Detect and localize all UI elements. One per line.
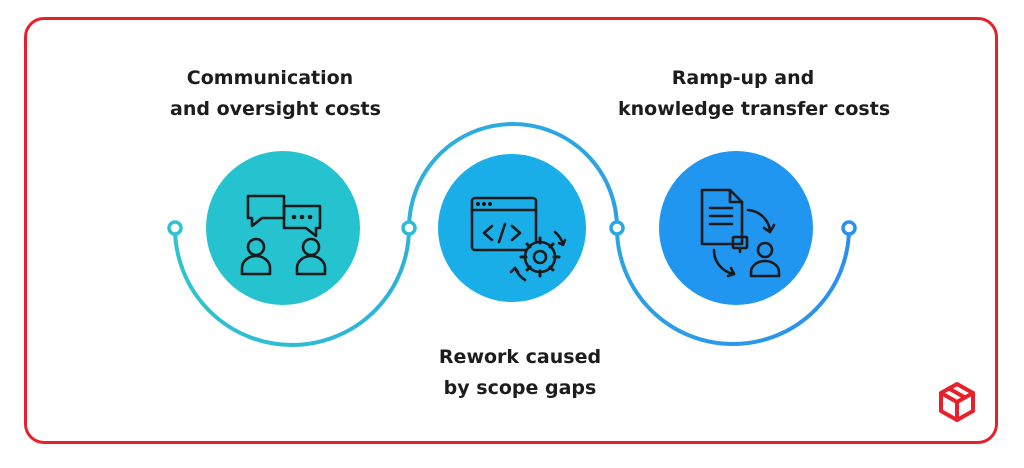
path-node-start xyxy=(167,220,183,236)
step-1-label: Communication and oversight costs xyxy=(170,63,381,125)
path-node-end xyxy=(841,220,857,236)
connector-path xyxy=(173,122,851,347)
step-3-label-line-2: knowledge transfer costs xyxy=(618,98,891,120)
step-2-badge xyxy=(438,154,586,302)
step-3-label-line-1: Ramp-up and xyxy=(671,67,815,89)
frame-border xyxy=(24,17,998,444)
step-2-circle xyxy=(438,154,586,302)
step-1-badge xyxy=(206,151,360,305)
cube-logo-icon xyxy=(939,382,975,422)
step-3-label: Ramp-up and knowledge transfer costs xyxy=(618,63,891,125)
step-3-circle xyxy=(659,151,813,305)
step-2-label-line-1: Rework caused xyxy=(438,346,602,368)
step-3-badge xyxy=(659,151,813,305)
step-2-label: Rework caused by scope gaps xyxy=(420,342,620,404)
step-1-label-line-1: Communication xyxy=(186,67,354,89)
chat-users-icon xyxy=(240,194,327,276)
step-2-label-line-2: by scope gaps xyxy=(443,377,597,399)
code-gear-icon xyxy=(470,196,567,282)
step-1-label-line-2: and oversight costs xyxy=(170,98,381,120)
document-transfer-icon xyxy=(700,188,781,278)
path-node-2 xyxy=(609,220,625,236)
path-node-1 xyxy=(401,220,417,236)
